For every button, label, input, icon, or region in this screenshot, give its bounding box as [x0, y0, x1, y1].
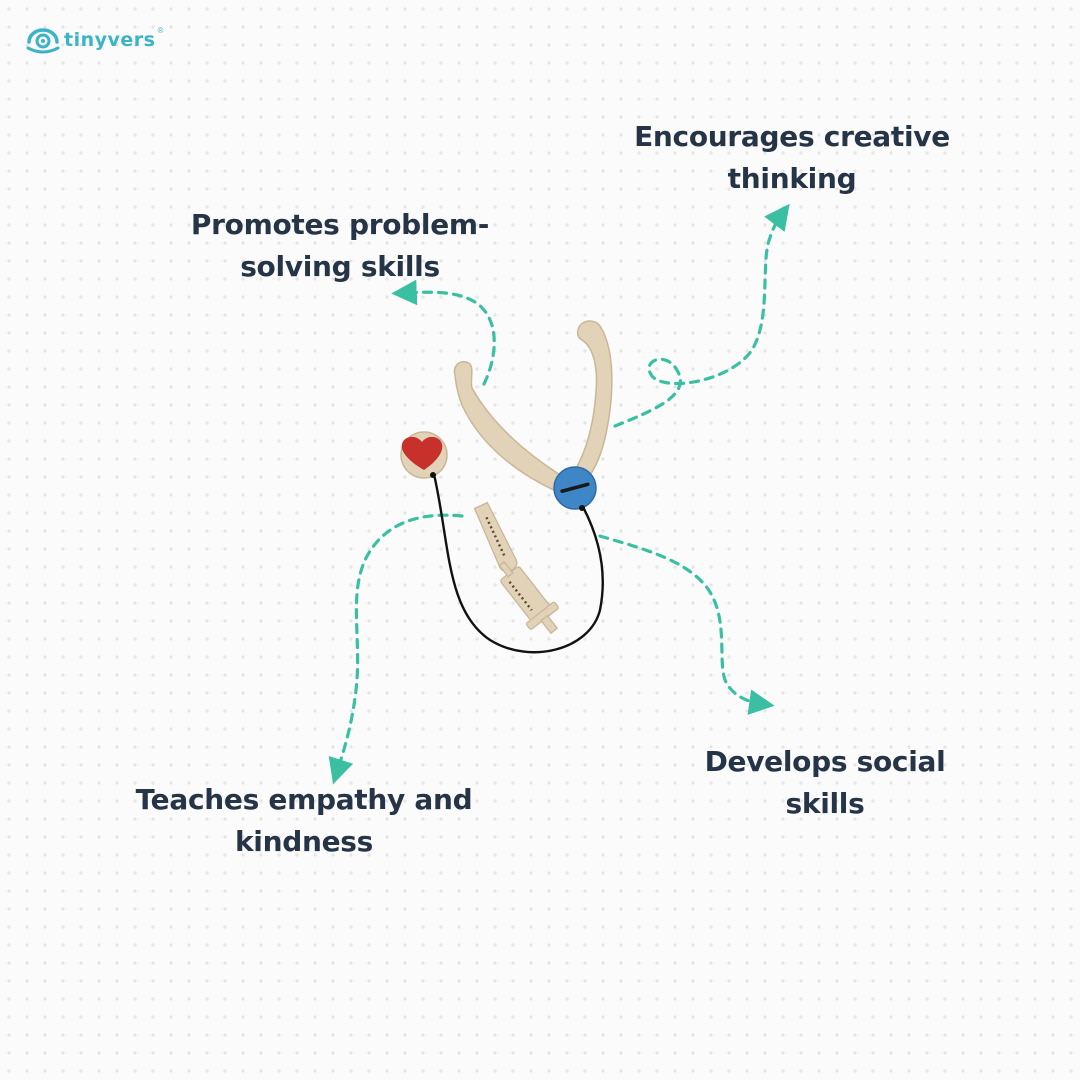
trademark-symbol: ®	[157, 26, 164, 35]
benefit-creative-thinking: Encourages creative thinking	[622, 116, 962, 200]
brand-logo: tinyvers ®	[26, 26, 163, 54]
benefit-problem-line2: solving skills	[240, 250, 440, 283]
benefit-social-skills: Develops social skills	[692, 741, 958, 825]
benefit-empathy-line2: kindness	[234, 825, 374, 858]
arrow-to-empathy	[328, 513, 464, 785]
benefit-empathy-kindness: Teaches empathy and kindness	[118, 779, 490, 863]
benefit-social-line1: Develops social	[704, 745, 946, 778]
benefit-social-line2: skills	[785, 787, 865, 820]
logo-icon	[26, 28, 60, 54]
brand-name: tinyvers	[64, 29, 156, 51]
arrow-to-social-skills	[598, 534, 775, 715]
benefit-creative-line1: Encourages creative	[634, 120, 950, 153]
benefit-problem-solving: Promotes problem- solving skills	[175, 204, 505, 288]
benefit-empathy-line1: Teaches empathy and	[135, 783, 473, 816]
arrow-to-creative-thinking	[613, 203, 790, 428]
toy-stethoscope	[400, 320, 613, 654]
benefit-creative-line2: thinking	[727, 162, 857, 195]
benefit-problem-line1: Promotes problem-	[190, 208, 490, 241]
arrow-to-problem-solving	[391, 279, 496, 386]
